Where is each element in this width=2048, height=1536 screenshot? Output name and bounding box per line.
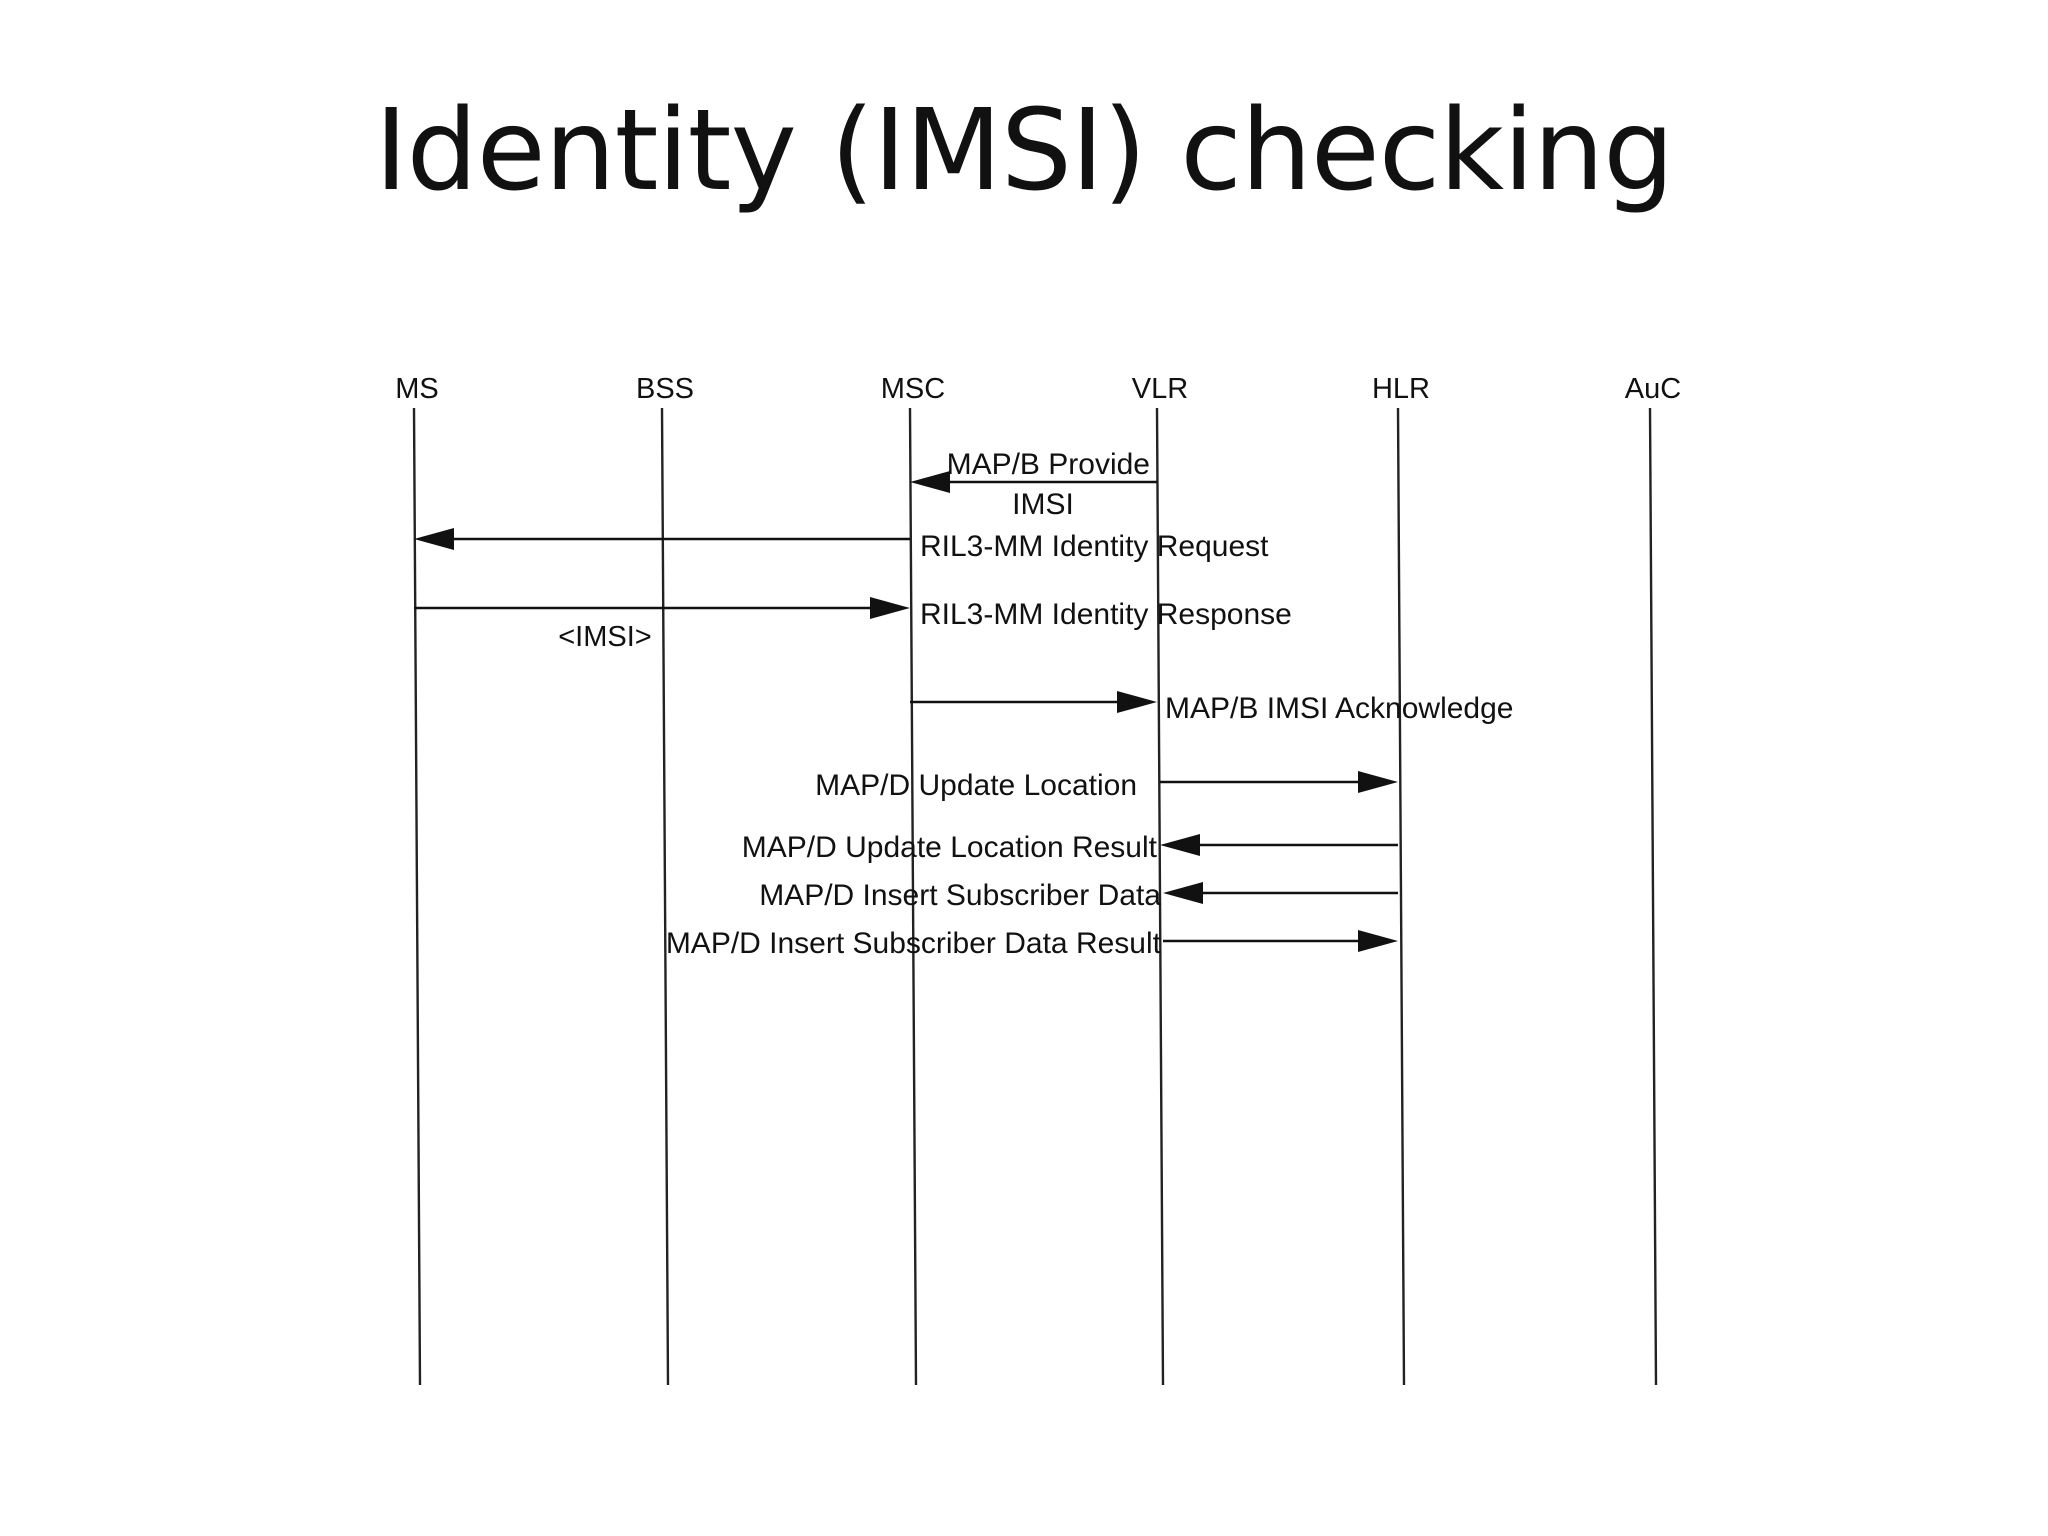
lifeline-auc	[1648, 407, 1658, 1386]
message-5: MAP/D Update Location	[815, 769, 1398, 802]
message-label: MAP/B IMSI Acknowledge	[1165, 692, 1514, 725]
lifeline-hlr	[1396, 407, 1406, 1386]
message-label: MAP/D Insert Subscriber Data	[759, 879, 1161, 912]
message-6: MAP/D Update Location Result	[742, 831, 1398, 864]
lifeline-msc	[908, 407, 918, 1386]
message-label: RIL3-MM Identity Request	[920, 530, 1269, 563]
entity-label-vlr: VLR	[1132, 373, 1188, 405]
slide-title: Identity (IMSI) checking	[374, 86, 1675, 216]
arrowhead-icon	[1163, 882, 1203, 904]
message-parameter: <IMSI>	[558, 621, 652, 653]
arrowhead-icon	[1358, 771, 1398, 793]
lifeline-ms	[412, 407, 422, 1386]
message-2: RIL3-MM Identity Request	[414, 528, 1269, 563]
arrowhead-icon	[1160, 834, 1200, 856]
lifeline-vlr	[1155, 407, 1165, 1386]
entity-label-msc: MSC	[881, 373, 945, 405]
arrowhead-icon	[910, 471, 950, 493]
arrowhead-icon	[1358, 930, 1398, 952]
entity-label-ms: MS	[395, 373, 439, 405]
message-label: RIL3-MM Identity Response	[920, 598, 1292, 631]
arrowhead-icon	[870, 597, 910, 619]
message-label-continuation: IMSI	[1012, 488, 1074, 521]
message-label: MAP/D Update Location	[815, 769, 1137, 802]
arrowhead-icon	[1117, 691, 1157, 713]
message-label: MAP/B Provide	[947, 448, 1150, 481]
entity-label-auc: AuC	[1625, 373, 1681, 405]
entity-label-hlr: HLR	[1372, 373, 1430, 405]
entity-label-bss: BSS	[636, 373, 694, 405]
message-label: MAP/D Update Location Result	[742, 831, 1158, 864]
message-3: RIL3-MM Identity Response <IMSI>	[414, 597, 1292, 653]
message-4: MAP/B IMSI Acknowledge	[910, 691, 1514, 725]
lifelines: MS BSS MSC VLR HLR AuC	[395, 373, 1681, 1386]
message-8: MAP/D Insert Subscriber Data Result	[666, 927, 1398, 960]
arrowhead-icon	[414, 528, 454, 550]
lifeline-bss	[660, 407, 670, 1386]
message-label: MAP/D Insert Subscriber Data Result	[666, 927, 1162, 960]
message-7: MAP/D Insert Subscriber Data	[759, 879, 1398, 912]
